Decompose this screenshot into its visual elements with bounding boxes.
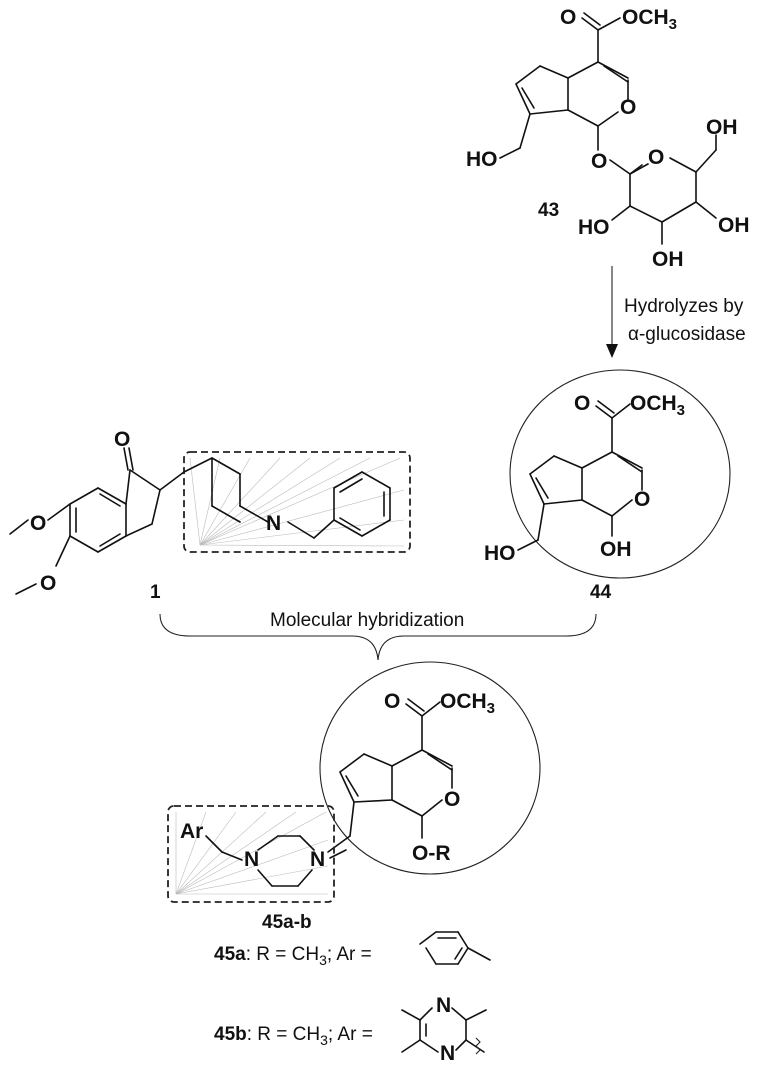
atom-o-carbonyl-45: O	[384, 690, 400, 713]
atom-n-pyrazine-2: N	[440, 1042, 455, 1065]
atom-o-ring-44: O	[634, 488, 650, 511]
atom-n-piperazine-2: N	[310, 848, 325, 871]
atom-o-ring: O	[620, 96, 636, 119]
atom-n-piperidine: N	[266, 512, 281, 535]
atom-ar: Ar	[180, 820, 203, 843]
compound-1-box-hatching	[189, 457, 405, 547]
atom-o-ketone: O	[114, 428, 130, 451]
atom-o-carbonyl-44: O	[574, 392, 590, 415]
atom-oh-primary: OH	[706, 116, 738, 139]
hybridization-brace: Molecular hybridization	[159, 610, 597, 661]
legend-45a: 45a: R = CH3; Ar =	[214, 931, 491, 968]
atom-och3: OCH3	[622, 6, 677, 33]
compound-label-1: 1	[150, 582, 161, 603]
atom-o-ring-45: O	[444, 788, 460, 811]
compound-1-structure: O O O N	[9, 428, 411, 603]
atom-o-sugar: O	[648, 146, 664, 169]
atom-oh-sugar-2: OH	[652, 248, 684, 271]
legend-45a-text: 45a: R = CH3; Ar =	[214, 944, 372, 968]
legend-45b: 45b: R = CH3; Ar = N N	[214, 994, 487, 1065]
brace-label: Molecular hybridization	[270, 610, 464, 631]
legend-45a-aryl-structure	[419, 931, 491, 965]
compound-43-structure: O OCH3 O HO O O	[466, 6, 750, 271]
compound-45-box-hatching	[175, 811, 329, 895]
compound-label-43: 43	[538, 200, 559, 221]
atom-o-r: O-R	[412, 842, 451, 865]
hydrolysis-arrow: Hydrolyzes by α-glucosidase	[606, 266, 746, 358]
compound-44-structure: O OCH3 O HO OH 44	[484, 369, 731, 603]
atom-o-methoxy-2: O	[40, 572, 56, 595]
arrow-label-line1: Hydrolyzes by	[624, 296, 744, 317]
compound-label-44: 44	[590, 582, 612, 603]
atom-o-carbonyl: O	[560, 6, 576, 29]
atom-ho-sugar-1: HO	[578, 216, 610, 239]
legend-45b-text: 45b: R = CH3; Ar =	[214, 1024, 373, 1048]
compound-45-structure: O OCH3 O O-R	[167, 661, 541, 933]
atom-o-glycosidic: O	[591, 150, 607, 173]
atom-och3-44: OCH3	[630, 392, 685, 419]
compound-label-45ab: 45a-b	[262, 912, 312, 933]
atom-oh-44: OH	[600, 538, 632, 561]
atom-n-pyrazine-1: N	[436, 994, 451, 1017]
arrow-label-line2: α-glucosidase	[628, 324, 746, 345]
atom-oh-sugar-3: OH	[718, 214, 750, 237]
atom-o-methoxy-1: O	[30, 512, 46, 535]
atom-ho-44: HO	[484, 542, 516, 565]
atom-ho: HO	[466, 148, 498, 171]
atom-n-piperazine-1: N	[244, 848, 259, 871]
legend-45b-pyrazine-structure: N N	[401, 994, 487, 1065]
atom-och3-45: OCH3	[440, 690, 495, 717]
